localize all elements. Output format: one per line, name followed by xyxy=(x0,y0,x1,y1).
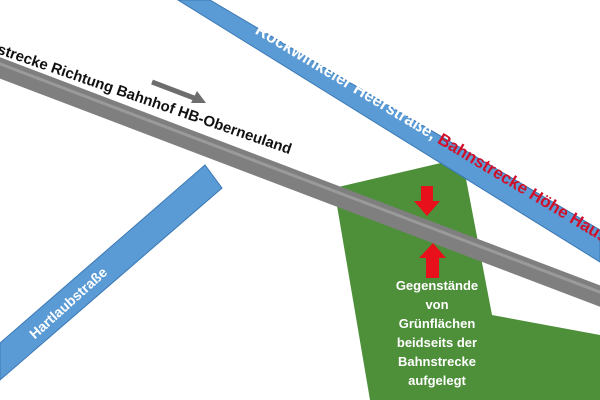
note-line: Gegenstände von xyxy=(395,278,479,312)
note-line: aufgelegt xyxy=(408,373,466,388)
note-line: beidseits der xyxy=(396,335,478,350)
note-line: Grünflächen xyxy=(398,316,476,331)
railway-line-highlight xyxy=(0,62,600,294)
green-area-note: Gegenstände von Grünflächen beidseits de… xyxy=(384,276,490,390)
railway-line xyxy=(0,57,600,307)
note-line: Bahnstrecke xyxy=(397,354,477,369)
road-hartlaubstrasse xyxy=(0,164,223,381)
arrow-down-icon xyxy=(414,186,440,216)
road-rockwinkeler-heerstrasse xyxy=(177,0,600,263)
arrow-right-icon xyxy=(151,79,206,103)
arrow-up-icon xyxy=(419,243,446,278)
